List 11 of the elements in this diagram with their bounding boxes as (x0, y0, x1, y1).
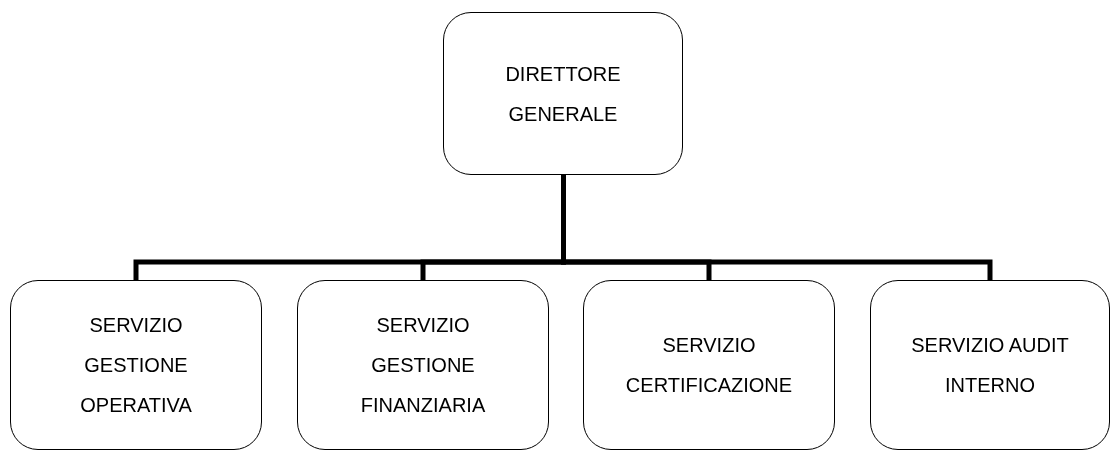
box-label: SERVIZIO GESTIONE FINANZIARIA (359, 313, 487, 418)
box-label: SERVIZIO GESTIONE OPERATIVA (79, 313, 193, 418)
box-label: DIRETTORE GENERALE (504, 61, 622, 127)
org-box (297, 280, 549, 450)
org-box (10, 280, 262, 450)
org-box (443, 12, 683, 175)
box-label: SERVIZIO AUDIT INTERNO (910, 333, 1070, 398)
connector-line (561, 175, 993, 280)
box-label: SERVIZIO CERTIFICAZIONE (624, 333, 794, 398)
org-box (870, 280, 1110, 450)
org-box (583, 280, 835, 450)
